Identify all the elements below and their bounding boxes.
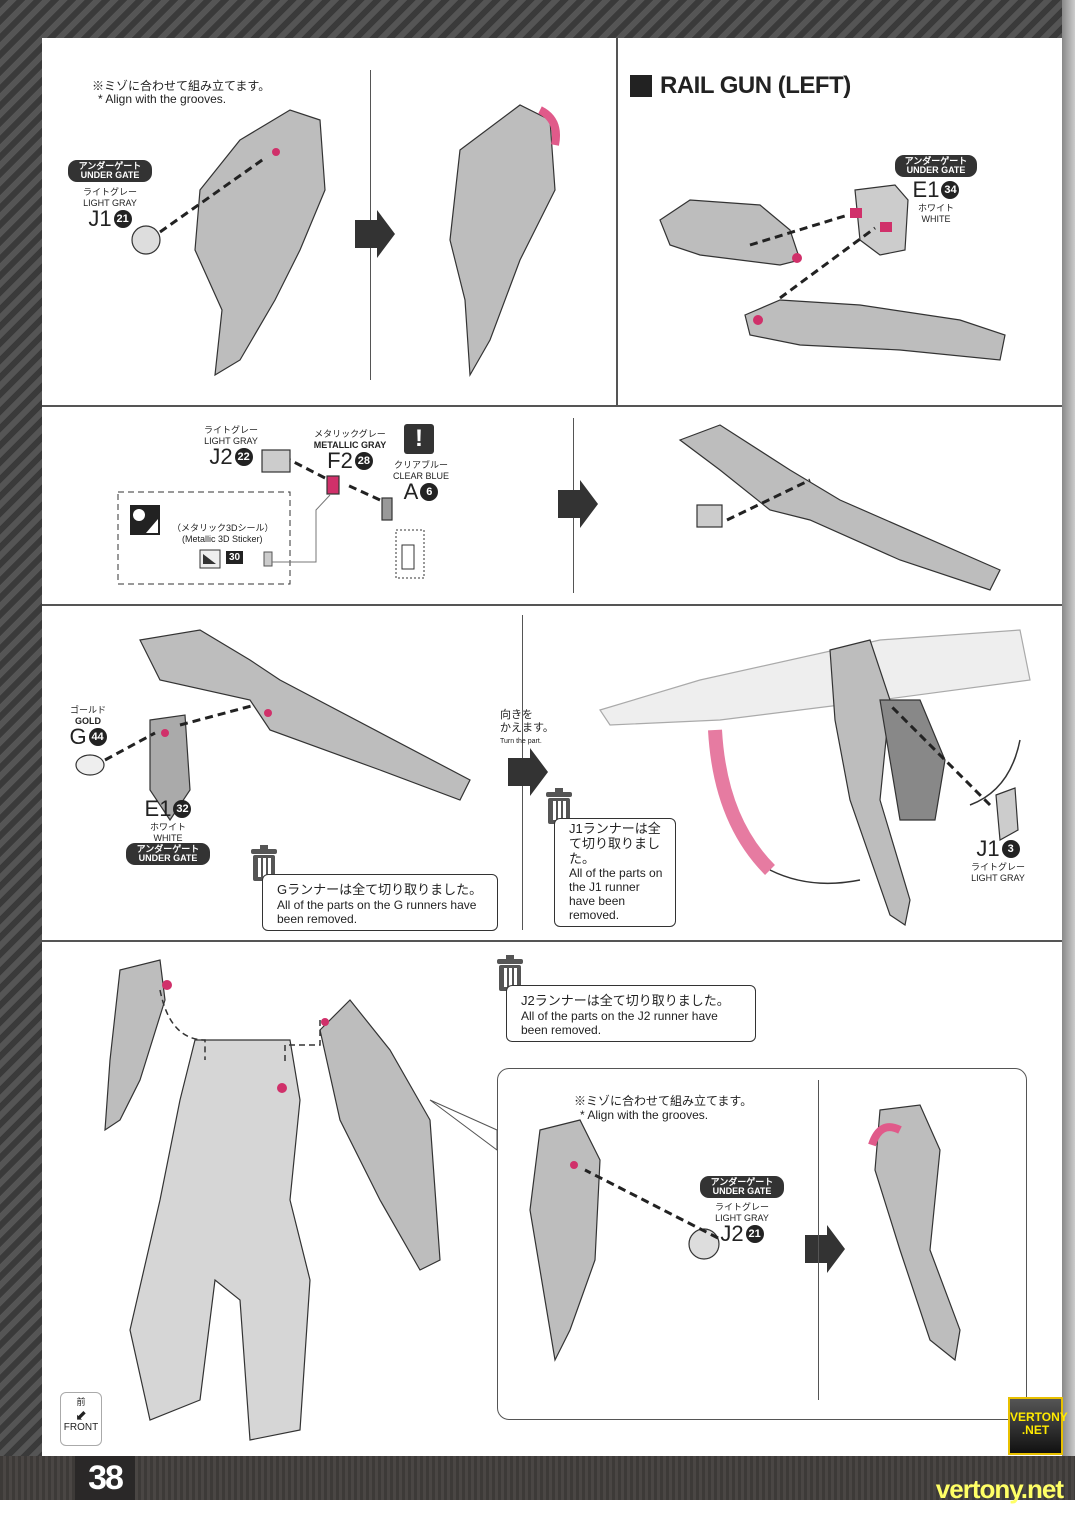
part-a-6 bbox=[381, 497, 393, 521]
divider bbox=[42, 604, 1062, 606]
part-j1-21 bbox=[131, 225, 161, 255]
detail-callout bbox=[497, 1068, 1027, 1420]
groove-note-en: * Align with the grooves. bbox=[98, 92, 227, 106]
rail-gun-right bbox=[319, 999, 441, 1271]
rail-gun-body bbox=[744, 299, 1006, 361]
legs-assembly bbox=[129, 1039, 311, 1441]
part-j2-22 bbox=[696, 504, 723, 528]
front-indicator: 前 ⬋ FRONT bbox=[60, 1392, 102, 1446]
title-square-icon bbox=[630, 75, 652, 97]
rotate-arrow bbox=[868, 1123, 902, 1147]
divider bbox=[616, 38, 618, 405]
groove-note-jp: ※ミゾに合わせて組み立てます。 bbox=[574, 1094, 753, 1108]
rail-gun-left bbox=[104, 959, 166, 1132]
trash-icon bbox=[546, 788, 572, 824]
warning-icon: ! bbox=[404, 424, 434, 454]
section-title: RAIL GUN (LEFT) bbox=[630, 72, 851, 100]
next-step-arrow bbox=[558, 480, 598, 528]
groove-note-jp: ※ミゾに合わせて組み立てます。 bbox=[92, 79, 271, 93]
sticker-number: 30 bbox=[226, 551, 244, 564]
j1-runner-note: J1ランナーは全て切り取りました。 All of the parts on th… bbox=[554, 818, 676, 927]
sticker-icon bbox=[130, 505, 160, 535]
rotate-arrow bbox=[537, 106, 560, 146]
rail-gun-part bbox=[449, 104, 556, 378]
trash-icon bbox=[497, 955, 523, 991]
rotate-arrow bbox=[708, 729, 776, 875]
part-f2-28 bbox=[326, 475, 340, 495]
j2-runner-note: J2ランナーは全て切り取りました。 All of the parts on th… bbox=[506, 985, 756, 1042]
part-g-44 bbox=[75, 754, 105, 776]
part-j2-21 bbox=[688, 1228, 720, 1260]
rail-gun-part bbox=[874, 1104, 961, 1362]
rail-gun-barrel bbox=[659, 199, 801, 266]
part-j2-22 bbox=[261, 449, 291, 473]
rail-gun-side bbox=[879, 699, 946, 821]
next-step-arrow bbox=[805, 1225, 845, 1273]
sticker-box bbox=[117, 491, 291, 585]
rail-gun-ghost bbox=[599, 629, 1031, 726]
rail-gun-part bbox=[194, 109, 326, 377]
next-step-arrow bbox=[508, 748, 548, 796]
page-number: 38 bbox=[75, 1456, 135, 1500]
sticker-sheet-icon bbox=[199, 549, 221, 569]
divider bbox=[818, 1080, 819, 1400]
front-arrow-icon: ⬋ bbox=[75, 1407, 87, 1423]
sticker-label-en: (Metallic 3D Sticker) bbox=[182, 534, 263, 544]
next-step-arrow bbox=[355, 210, 395, 258]
groove-note-en: * Align with the grooves. bbox=[580, 1108, 709, 1122]
rail-gun-rotated bbox=[829, 639, 911, 926]
part-j1-3 bbox=[995, 787, 1019, 841]
divider bbox=[42, 940, 1062, 942]
page-edge bbox=[1062, 0, 1075, 1500]
site-logo: VERTONY .NET bbox=[1008, 1397, 1068, 1455]
rail-gun-part bbox=[529, 1119, 601, 1362]
g-runner-note: Gランナーは全て切り取りました。 All of the parts on the… bbox=[262, 874, 498, 931]
divider bbox=[42, 405, 1062, 407]
turn-note: 向きをかえます。Turn the part. bbox=[500, 709, 554, 745]
footer-bar bbox=[0, 1456, 1075, 1500]
rail-gun-assembly bbox=[678, 424, 1001, 591]
site-footer: vertony.net bbox=[935, 1474, 1064, 1504]
rail-gun-assembly bbox=[139, 629, 471, 801]
sticker-label-jp: （メタリック3Dシール） bbox=[172, 523, 274, 533]
